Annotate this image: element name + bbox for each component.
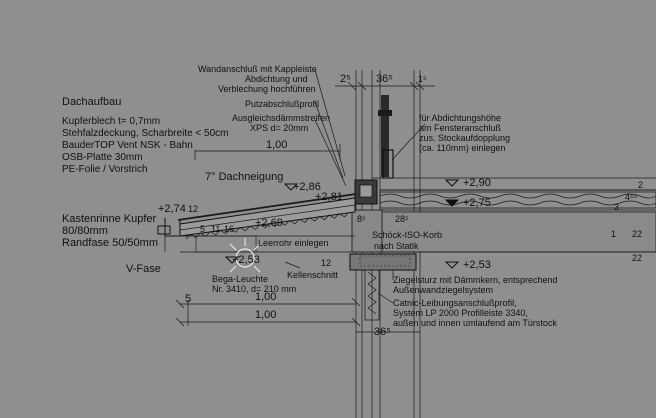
dim-11: 11	[211, 224, 220, 234]
vfase-label: V-Fase	[126, 263, 161, 275]
label-bega1: Bega-Leuchte	[212, 274, 268, 284]
callout-top-3: Putzabschlußprofil	[245, 99, 319, 109]
bottom-right-callouts: Ziegelsturz mit Dämmkern, entsprechend A…	[393, 275, 558, 328]
dim-1: 1	[611, 229, 616, 239]
callout-top-5: XPS d= 20mm	[250, 123, 308, 133]
top-dimension-chain	[335, 81, 435, 91]
dim-16: 16	[224, 224, 234, 234]
right-callout: für Abdichtungshöhe am Fensteranschluß z…	[419, 113, 510, 153]
dim-upper-100: 1,00	[266, 139, 287, 151]
dim-22a: 22	[632, 229, 642, 239]
gutter-line-1: 80/80mm	[62, 225, 108, 237]
dim-bottom-100b: 1,00	[255, 309, 276, 321]
dim-bottom-365: 36⁵	[374, 326, 391, 338]
top-callouts: Wandanschluß mit Kappleiste Abdichtung u…	[198, 64, 330, 133]
callout-right-2: zus. Stockaufdopplung	[419, 133, 510, 143]
gutter-line-0: Kastenrinne Kupfer	[62, 213, 157, 225]
bega-light	[229, 238, 261, 273]
callout-top-2: Verblechung hochführen	[218, 84, 316, 94]
dim-five: 5	[185, 293, 191, 305]
dim-8: 8⁵	[357, 214, 366, 224]
callout-br-4: außen und innen umlaufend am Türstock	[393, 318, 557, 328]
level-253-right: +2,53	[463, 259, 491, 271]
label-statik: nach Statik	[374, 241, 419, 251]
label-leerrohr: Leerrohr einlegen	[258, 238, 329, 248]
notes-line-0: Kupferblech t= 0,7mm	[62, 116, 160, 127]
level-286: +2,86	[293, 181, 321, 193]
level-labels: +2,90 +2,75 +2,53 +2,86 +2,81 +2,74 +2,6…	[158, 177, 491, 271]
callout-right-3: (ca. 110mm) einlegen	[419, 143, 505, 153]
dim-28: 28⁵	[395, 214, 409, 224]
level-253-left: +2,53	[232, 254, 260, 266]
level-269: +2,69	[255, 217, 283, 229]
notes-title: Dachaufbau	[62, 96, 121, 108]
callout-br-1: Außenwandziegelsystem	[393, 285, 493, 295]
dim-bottom-100a: 1,00	[255, 291, 276, 303]
dim-top-small-left: 2⁵	[340, 73, 351, 85]
sloped-roof	[177, 193, 357, 253]
notes-line-4: PE-Folie / Vorstrich	[62, 164, 148, 175]
label-bega2: Nr. 3410, d= 210 mm	[212, 284, 296, 294]
level-274: +2,74	[158, 203, 186, 215]
dim-top-small-right: 1⁵	[418, 74, 427, 84]
level-275: +2,75	[463, 197, 491, 209]
callout-top-4: Ausgleichsdämmstreifen	[232, 113, 330, 123]
box-gutter	[157, 218, 181, 252]
level-281: +2,81	[315, 191, 343, 203]
dim-3: 3	[614, 202, 619, 212]
dim-top-mid: 36⁵	[376, 73, 393, 85]
left-notes: Dachaufbau Kupferblech t= 0,7mm Stehfalz…	[62, 96, 228, 275]
dim-465: 4⁶⁵	[625, 192, 638, 202]
callout-br-2: Catnic-Leibungsanschlußprofil,	[393, 298, 517, 308]
level-markers	[224, 179, 460, 269]
callout-top-1: Abdichtung und	[245, 74, 308, 84]
callout-br-3: System LP 2000 Profilleiste 3340,	[393, 308, 528, 318]
gutter-line-2: Randfase 50/50mm	[62, 237, 158, 249]
label-schoeck: Schöck-ISO-Korb	[372, 230, 442, 240]
dimension-labels: 2⁵ 36⁵ 1⁵ 1,00 1,00 1,00 36⁵ 5 28⁵ 8⁵ 22…	[185, 73, 643, 338]
internal-labels: 7° Dachneigung Leerrohr einlegen Schöck-…	[205, 171, 442, 294]
dim-12a: 12	[188, 204, 198, 214]
dim-22b: 22	[632, 253, 642, 263]
dimension-lines	[175, 144, 420, 333]
dim-12b: 12	[321, 258, 331, 268]
level-290: +2,90	[463, 177, 491, 189]
notes-line-1: Stehfalzdeckung, Scharbreite < 50cm	[62, 128, 228, 139]
dim-2: 2	[638, 180, 643, 190]
junction-detail	[349, 179, 417, 321]
dim-5: 5	[200, 224, 205, 234]
leader-lines	[284, 69, 426, 304]
callout-top-0: Wandanschluß mit Kappleiste	[198, 64, 317, 74]
callout-right-1: am Fensteranschluß	[419, 123, 502, 133]
notes-line-2: BauderTOP Vent NSK - Bahn	[62, 140, 193, 151]
callout-br-0: Ziegelsturz mit Dämmkern, entsprechend	[393, 275, 558, 285]
label-dachneigung: 7° Dachneigung	[205, 171, 283, 183]
notes-line-3: OSB-Platte 30mm	[62, 152, 143, 163]
floor-slab	[372, 177, 656, 253]
callout-right-0: für Abdichtungshöhe	[419, 113, 501, 123]
label-kellenschnitt: Kellenschnitt	[287, 270, 339, 280]
